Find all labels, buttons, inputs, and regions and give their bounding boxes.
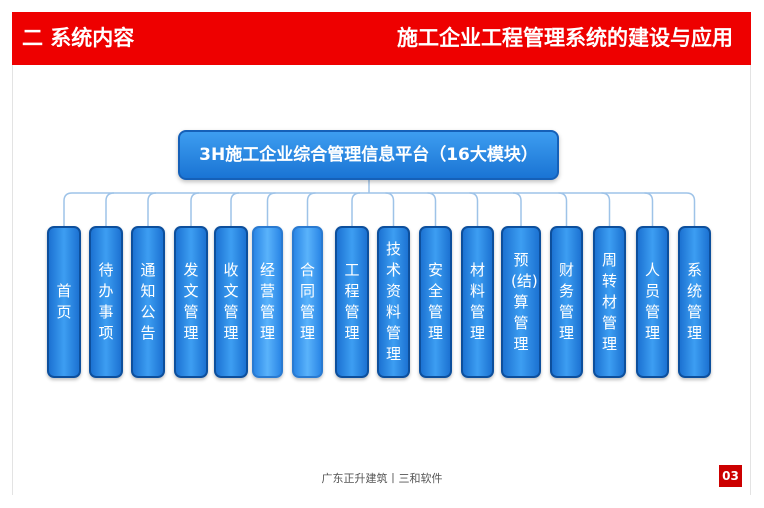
frame-left-border <box>12 65 13 495</box>
connector-drop <box>427 192 437 226</box>
page-number-badge: 03 <box>719 465 742 487</box>
module-label: 工程管理 <box>344 261 360 342</box>
module-label: 首页 <box>56 282 72 321</box>
module-label: 财务管理 <box>558 261 574 342</box>
connector-drop <box>385 192 395 226</box>
module-box-4[interactable]: 收文管理 <box>214 226 248 378</box>
module-box-7[interactable]: 工程管理 <box>335 226 369 378</box>
connector-drop <box>306 192 316 226</box>
module-box-6[interactable]: 合同管理 <box>292 226 323 378</box>
module-box-13[interactable]: 周转材管理 <box>593 226 626 378</box>
module-label: 安全管理 <box>427 261 443 342</box>
frame-right-border <box>750 65 751 495</box>
module-box-3[interactable]: 发文管理 <box>174 226 208 378</box>
module-box-1[interactable]: 待办事项 <box>89 226 123 378</box>
connector-drop <box>558 192 568 226</box>
connector-drop <box>230 192 240 226</box>
slide-title: 施工企业工程管理系统的建设与应用 <box>397 26 733 50</box>
platform-root-box[interactable]: 3H施工企业综合管理信息平台（16大模块） <box>178 130 559 180</box>
module-box-15[interactable]: 系统管理 <box>678 226 711 378</box>
connector-drop <box>351 192 361 226</box>
module-box-8[interactable]: 技术资料管理 <box>377 226 410 378</box>
connector-drop <box>601 192 611 226</box>
module-box-11[interactable]: 预(结)算管理 <box>501 226 541 378</box>
module-label: 待办事项 <box>98 261 114 342</box>
module-box-10[interactable]: 材料管理 <box>461 226 494 378</box>
connector-drop <box>266 192 276 226</box>
module-label: 发文管理 <box>183 261 199 342</box>
title-bar: 二 系统内容 施工企业工程管理系统的建设与应用 <box>12 12 751 65</box>
section-title: 二 系统内容 <box>22 26 135 50</box>
connector-drop <box>469 192 479 226</box>
module-box-5[interactable]: 经营管理 <box>252 226 283 378</box>
module-label: 技术资料管理 <box>385 240 401 363</box>
connector-drop <box>190 192 200 226</box>
module-label: 预(结)算管理 <box>511 250 538 353</box>
module-label: 通知公告 <box>140 261 156 342</box>
connector-drop <box>147 192 157 226</box>
module-label: 材料管理 <box>469 261 485 342</box>
connector-drop <box>686 192 696 226</box>
module-box-0[interactable]: 首页 <box>47 226 81 378</box>
footer-company: 广东正升建筑丨三和软件 <box>321 472 443 485</box>
connector-drop <box>105 192 115 226</box>
module-label: 周转材管理 <box>601 250 617 353</box>
module-box-12[interactable]: 财务管理 <box>550 226 583 378</box>
module-box-9[interactable]: 安全管理 <box>419 226 452 378</box>
module-label: 合同管理 <box>299 261 315 342</box>
connector-drop <box>63 192 73 226</box>
connector-drop <box>512 192 522 226</box>
module-box-2[interactable]: 通知公告 <box>131 226 165 378</box>
module-box-14[interactable]: 人员管理 <box>636 226 669 378</box>
connector-drop <box>644 192 654 226</box>
module-label: 收文管理 <box>223 261 239 342</box>
module-label: 人员管理 <box>644 261 660 342</box>
module-label: 系统管理 <box>686 261 702 342</box>
module-label: 经营管理 <box>259 261 275 342</box>
